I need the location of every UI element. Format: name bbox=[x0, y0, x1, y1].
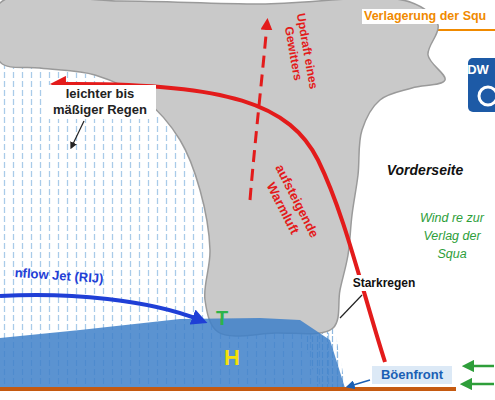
dome-fill bbox=[0, 318, 345, 388]
note-text: Wind re zur Verlag der Squa bbox=[417, 209, 487, 263]
rain-label: Starkregen bbox=[346, 275, 422, 291]
updraft-arrow bbox=[250, 24, 267, 200]
rear-inflow-arrow bbox=[0, 295, 200, 320]
leader-line bbox=[350, 380, 370, 386]
pressure-letter: T bbox=[210, 306, 234, 330]
front-label: Böenfront bbox=[372, 366, 452, 384]
rain-label: leichter bis mäßiger Regen bbox=[44, 85, 156, 118]
wind-arrow bbox=[468, 365, 494, 368]
pressure-letter: H bbox=[219, 345, 245, 371]
dome-outline bbox=[0, 310, 350, 390]
warm-air-arrow bbox=[58, 84, 385, 362]
cloud-fill bbox=[0, 0, 445, 336]
wind-arrow bbox=[466, 383, 494, 386]
leader-line bbox=[340, 295, 362, 318]
gust-front-ground bbox=[0, 387, 456, 391]
title-text: Verlagerung der Squ bbox=[362, 9, 488, 24]
logo-text: DW bbox=[463, 62, 493, 78]
logo-ring bbox=[479, 87, 495, 105]
region-label: Vorderseite bbox=[375, 162, 475, 179]
leader-line bbox=[72, 121, 84, 146]
cold-pool-dome: H bbox=[0, 310, 350, 390]
